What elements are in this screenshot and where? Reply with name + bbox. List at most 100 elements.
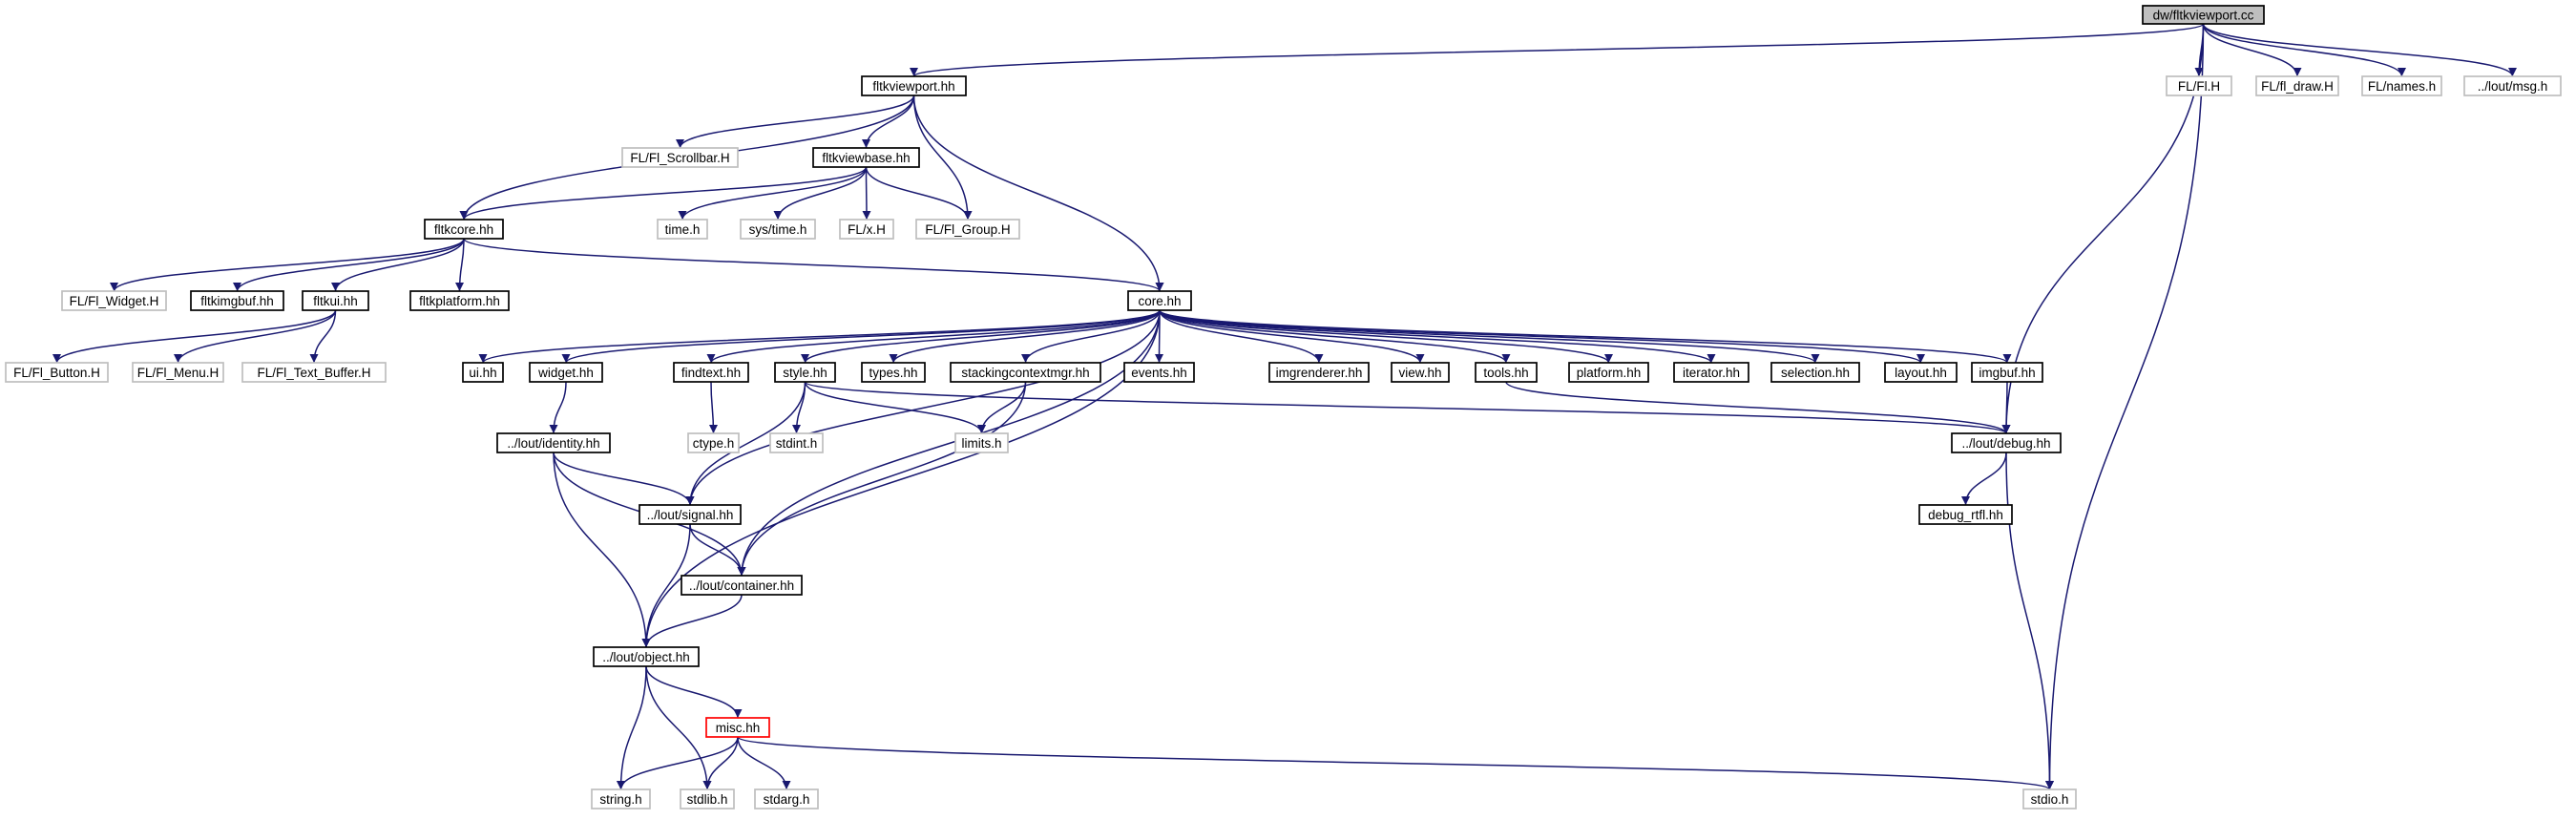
node-misc-hh-box: [705, 717, 770, 738]
node-imgrenderer-box: [1268, 362, 1370, 383]
node-lout-object-box: [593, 646, 700, 667]
node-fl-text-buffer[interactable]: FL/Fl_Text_Buffer.H: [241, 362, 387, 383]
node-fl-scrollbar-label: FL/Fl_Scrollbar.H: [630, 151, 729, 165]
node-fl-scrollbar[interactable]: FL/Fl_Scrollbar.H: [621, 147, 739, 168]
node-fltkcore[interactable]: fltkcore.hh: [424, 219, 504, 240]
node-lout-signal-box: [639, 504, 742, 525]
node-lout-identity-label: ../lout/identity.hh: [507, 436, 599, 451]
node-selection-hh-box: [1770, 362, 1860, 383]
node-lout-container[interactable]: ../lout/container.hh: [681, 575, 803, 596]
node-limits-h-label: limits.h: [961, 436, 1001, 451]
node-view-hh[interactable]: view.hh: [1391, 362, 1450, 383]
node-lout-msg[interactable]: ../lout/msg.h: [2463, 75, 2562, 96]
node-fl-names-box: [2361, 75, 2442, 96]
node-fltkplatform-label: fltkplatform.hh: [419, 294, 500, 308]
node-view-hh-box: [1391, 362, 1450, 383]
node-fl-names-label: FL/names.h: [2368, 79, 2436, 94]
node-fl-names[interactable]: FL/names.h: [2361, 75, 2442, 96]
node-stdio-h[interactable]: stdio.h: [2022, 788, 2077, 809]
node-limits-h[interactable]: limits.h: [954, 432, 1009, 453]
node-root[interactable]: dw/fltkviewport.cc: [2142, 5, 2265, 25]
node-debug-rtfl[interactable]: debug_rtfl.hh: [1918, 504, 2013, 525]
node-core-hh[interactable]: core.hh: [1127, 290, 1192, 311]
edge-stackingcontextmgr-to-lout-container: [737, 381, 1027, 577]
node-fltkimgbuf[interactable]: fltkimgbuf.hh: [190, 290, 284, 311]
node-lout-signal[interactable]: ../lout/signal.hh: [639, 504, 742, 525]
node-fltkui[interactable]: fltkui.hh: [302, 290, 369, 311]
node-stdint-h-label: stdint.h: [776, 436, 818, 451]
node-imgbuf-hh[interactable]: imgbuf.hh: [1971, 362, 2043, 383]
edge-core-hh-to-style-hh: [801, 309, 1161, 364]
node-string-h[interactable]: string.h: [591, 788, 651, 809]
edge-core-hh-to-findtext: [706, 309, 1161, 364]
node-fl-fl-h[interactable]: FL/Fl.H: [2166, 75, 2232, 96]
node-lout-debug[interactable]: ../lout/debug.hh: [1951, 432, 2062, 453]
node-imgrenderer[interactable]: imgrenderer.hh: [1268, 362, 1370, 383]
node-findtext[interactable]: findtext.hh: [673, 362, 749, 383]
node-fl-button[interactable]: FL/Fl_Button.H: [5, 362, 109, 383]
node-stdarg-h[interactable]: stdarg.h: [754, 788, 819, 809]
node-fltkui-box: [302, 290, 369, 311]
edge-findtext-to-ctype-h: [708, 381, 718, 434]
edge-lout-object-to-stdlib-h: [645, 665, 712, 790]
node-iterator-hh[interactable]: iterator.hh: [1673, 362, 1749, 383]
node-time-h[interactable]: time.h: [657, 219, 708, 240]
node-fltkcore-box: [424, 219, 504, 240]
node-stdlib-h[interactable]: stdlib.h: [680, 788, 735, 809]
node-time-h-label: time.h: [665, 222, 701, 237]
edge-fltkcore-to-fltkplatform: [455, 238, 465, 292]
node-fl-group-box: [915, 219, 1020, 240]
edge-root-to-fl-draw: [2202, 23, 2302, 77]
node-stackingcontextmgr[interactable]: stackingcontextmgr.hh: [950, 362, 1101, 383]
node-sys-time[interactable]: sys/time.h: [740, 219, 816, 240]
node-types-hh-label: types.hh: [869, 366, 917, 380]
node-ctype-h-box: [687, 432, 740, 453]
edge-fltkviewbase-to-fl-x: [862, 166, 871, 221]
node-core-hh-box: [1127, 290, 1192, 311]
node-events-hh-box: [1123, 362, 1195, 383]
node-string-h-label: string.h: [599, 792, 641, 807]
node-stdint-h[interactable]: stdint.h: [769, 432, 824, 453]
edge-lout-object-to-string-h: [617, 665, 647, 790]
node-sys-time-label: sys/time.h: [749, 222, 807, 237]
node-imgbuf-hh-box: [1971, 362, 2043, 383]
node-stackingcontextmgr-box: [950, 362, 1101, 383]
node-lout-identity[interactable]: ../lout/identity.hh: [496, 432, 611, 453]
node-layout-hh[interactable]: layout.hh: [1884, 362, 1958, 383]
node-fl-x[interactable]: FL/x.H: [839, 219, 894, 240]
node-fl-widget[interactable]: FL/Fl_Widget.H: [61, 290, 167, 311]
node-findtext-box: [673, 362, 749, 383]
node-platform-hh-box: [1568, 362, 1649, 383]
node-stdlib-h-box: [680, 788, 735, 809]
node-fltkplatform[interactable]: fltkplatform.hh: [409, 290, 510, 311]
node-ui-hh[interactable]: ui.hh: [462, 362, 504, 383]
node-fl-menu[interactable]: FL/Fl_Menu.H: [132, 362, 224, 383]
node-fl-fl-h-box: [2166, 75, 2232, 96]
node-lout-signal-label: ../lout/signal.hh: [647, 508, 734, 522]
node-widget-hh[interactable]: widget.hh: [529, 362, 603, 383]
node-fltkviewport-hh[interactable]: fltkviewport.hh: [861, 75, 967, 96]
node-fl-group[interactable]: FL/Fl_Group.H: [915, 219, 1020, 240]
edges-layer: [52, 23, 2517, 790]
node-selection-hh[interactable]: selection.hh: [1770, 362, 1860, 383]
edge-root-to-stdio-h: [2045, 23, 2205, 790]
node-ctype-h[interactable]: ctype.h: [687, 432, 740, 453]
node-lout-object[interactable]: ../lout/object.hh: [593, 646, 700, 667]
edge-fltkviewbase-to-fltkcore: [459, 166, 868, 221]
node-events-hh[interactable]: events.hh: [1123, 362, 1195, 383]
node-stdint-h-box: [769, 432, 824, 453]
node-tools-hh[interactable]: tools.hh: [1475, 362, 1538, 383]
node-misc-hh[interactable]: misc.hh: [705, 717, 770, 738]
node-fltkviewbase[interactable]: fltkviewbase.hh: [812, 147, 920, 168]
node-fl-draw[interactable]: FL/fl_draw.H: [2255, 75, 2339, 96]
node-fl-draw-label: FL/fl_draw.H: [2261, 79, 2334, 94]
node-stdlib-h-label: stdlib.h: [687, 792, 728, 807]
edge-core-hh-to-tools-hh: [1159, 309, 1511, 364]
edge-fltkviewport-hh-to-core-hh: [912, 95, 1164, 292]
node-types-hh[interactable]: types.hh: [861, 362, 926, 383]
node-ui-hh-box: [462, 362, 504, 383]
node-style-hh[interactable]: style.hh: [774, 362, 836, 383]
edge-lout-signal-to-lout-object: [641, 523, 691, 648]
node-platform-hh[interactable]: platform.hh: [1568, 362, 1649, 383]
